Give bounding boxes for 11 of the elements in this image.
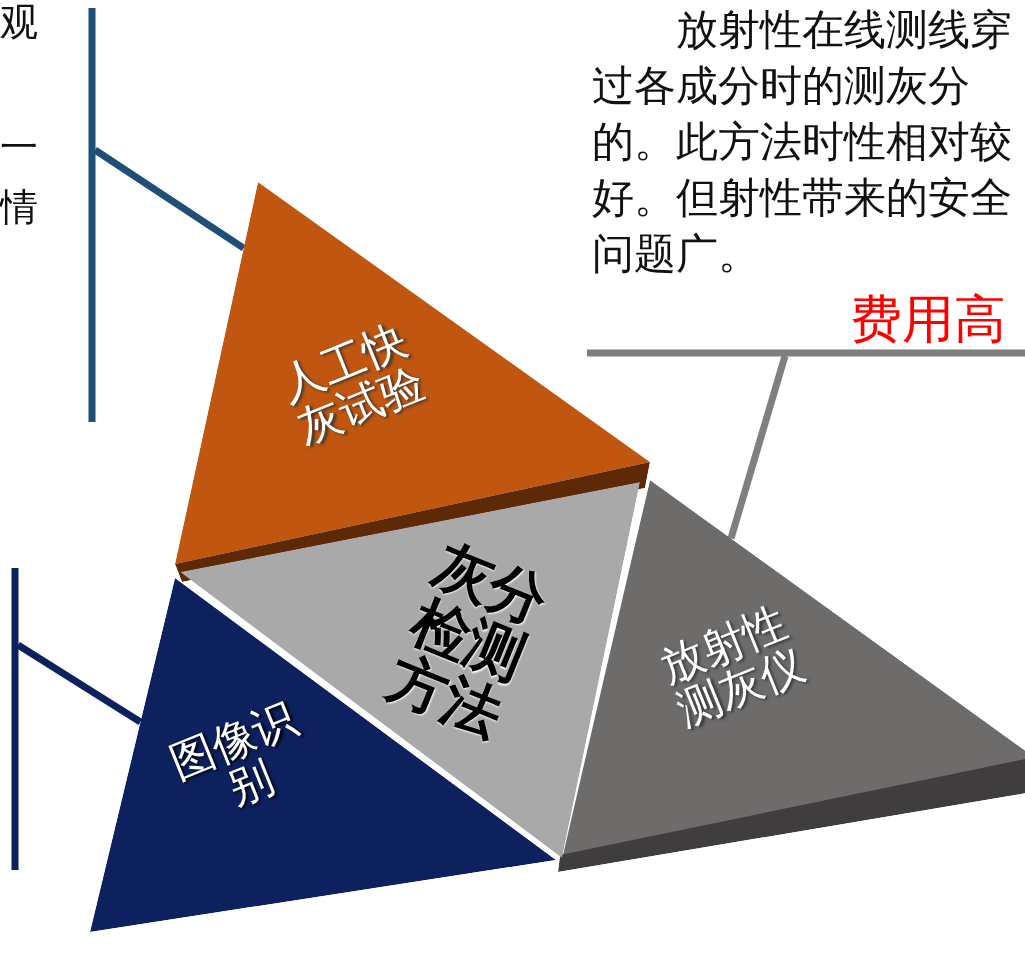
leader-line xyxy=(93,147,246,251)
text-fragment: 观 xyxy=(0,0,38,46)
description-text: 放射性在线测线穿过各成分时的测灰分的。此方法时性相对较好。但射性带来的安全问题广。 xyxy=(592,4,1013,280)
highlight-text: 费用高 xyxy=(850,288,1006,351)
segment-label: 放射性测灰仪 xyxy=(651,597,813,735)
text-fragment: 一 xyxy=(0,125,38,171)
triangle-segment xyxy=(558,480,1025,872)
segment-label: 灰分检测方法 xyxy=(377,532,559,748)
segment-label: 人工快灰试验 xyxy=(271,315,433,453)
leader-line xyxy=(727,355,789,540)
segment-label: 图像识别 xyxy=(161,693,305,817)
